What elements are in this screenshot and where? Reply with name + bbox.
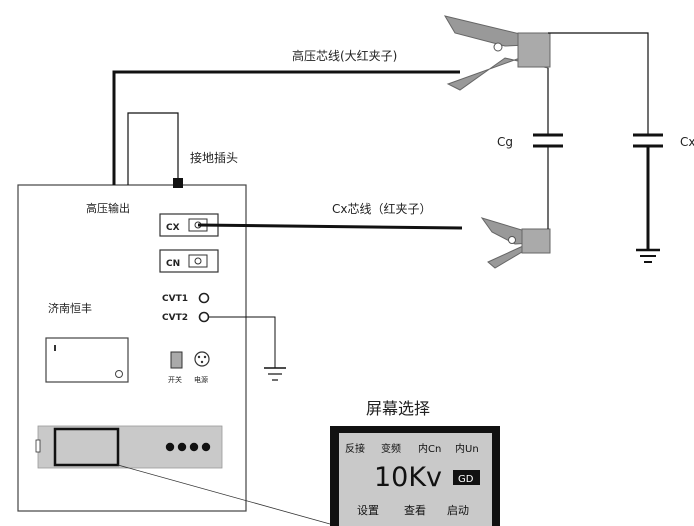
power-switch[interactable] (170, 351, 183, 369)
cvt1-terminal[interactable] (198, 292, 210, 304)
ground-wire (127, 112, 179, 185)
cvt2-label: CVT2 (162, 313, 188, 323)
power-socket[interactable] (194, 351, 210, 367)
cg-capacitor (533, 133, 563, 148)
cx-core-wire (197, 223, 463, 230)
ground-symbol-cvt2 (264, 367, 286, 381)
cx-label: Cx (680, 135, 694, 149)
voltage-readout: 10Kv (374, 462, 442, 493)
menu-inner-un[interactable]: 内Un (455, 442, 479, 455)
menu-settings[interactable]: 设置 (357, 504, 379, 517)
gd-badge-text: GD (458, 474, 474, 485)
panel-button-4[interactable] (201, 442, 211, 452)
panel-left-notch (35, 439, 41, 453)
hv-core-wire (112, 70, 460, 185)
panel-button-1[interactable] (165, 442, 175, 452)
screen-title: 屏幕选择 (366, 399, 430, 418)
menu-inner-cn[interactable]: 内Cn (418, 442, 441, 455)
menu-freq[interactable]: 变频 (381, 442, 401, 455)
panel-screen[interactable] (53, 427, 120, 467)
brand-label: 济南恒丰 (48, 301, 92, 315)
cvt2-ground-wire (208, 316, 276, 368)
small-red-clip (480, 217, 551, 269)
ground-symbol-cx (636, 248, 660, 263)
cn-port[interactable]: CN (159, 249, 219, 273)
printer-slot (45, 337, 129, 383)
ground-jack-label: 接地插头 (190, 150, 238, 165)
cg-label: Cg (497, 135, 513, 149)
top-bus (548, 32, 649, 135)
cvt2-terminal[interactable] (198, 311, 210, 323)
menu-view[interactable]: 查看 (404, 503, 426, 517)
panel-button-2[interactable] (177, 442, 187, 452)
panel-button-3[interactable] (189, 442, 199, 452)
gd-badge (453, 470, 480, 485)
menu-reverse[interactable]: 反接 (345, 442, 365, 455)
power-label: 电源 (194, 375, 208, 384)
switch-label: 开关 (168, 375, 182, 384)
cn-port-label: CN (166, 259, 180, 269)
cx-core-wire-label: Cx芯线（红夹子） (332, 201, 431, 216)
hv-output-label: 高压输出 (86, 201, 130, 215)
large-red-clip (443, 15, 551, 91)
cx-capacitor (633, 133, 663, 148)
menu-start[interactable]: 启动 (447, 504, 469, 517)
cx-port-label: CX (166, 223, 180, 233)
ground-jack[interactable] (173, 178, 183, 188)
callout-line (117, 464, 331, 525)
cvt1-label: CVT1 (162, 294, 188, 304)
hv-core-wire-label: 高压芯线(大红夹子) (292, 48, 397, 63)
